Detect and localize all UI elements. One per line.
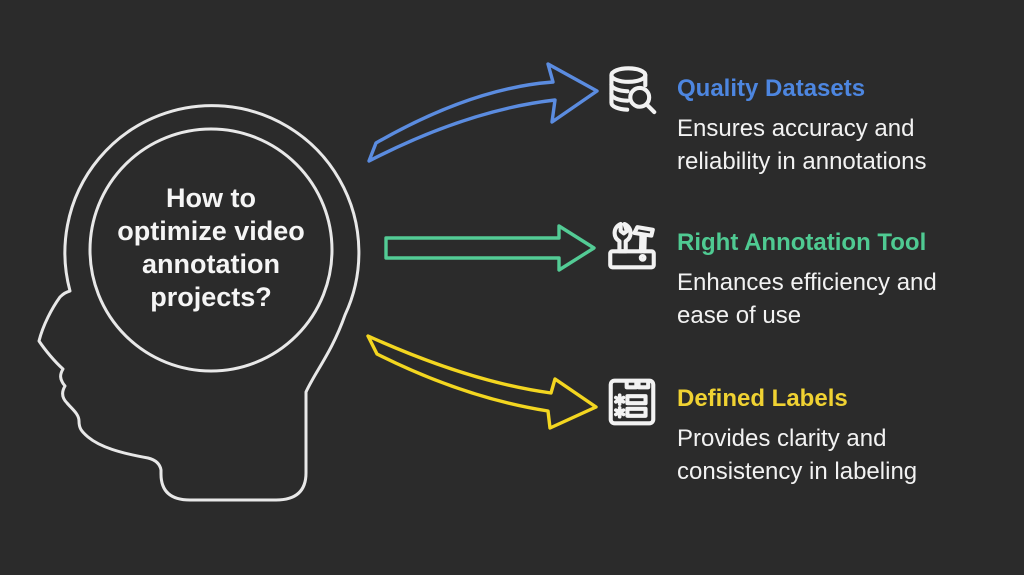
arrow-right-annotation-tool bbox=[384, 224, 596, 272]
item-title: Right Annotation Tool bbox=[677, 229, 927, 256]
item-right-annotation-tool: Right Annotation Tool Enhances efficienc… bbox=[603, 216, 977, 332]
item-description: Enhances efficiency and ease of use bbox=[677, 269, 937, 329]
question-line: optimize video bbox=[117, 216, 305, 246]
item-description: Ensures accuracy and reliability in anno… bbox=[677, 115, 927, 175]
question-line: How to bbox=[166, 183, 256, 213]
question-line: annotation bbox=[142, 249, 280, 279]
item-title: Defined Labels bbox=[677, 385, 848, 412]
annotation-tools-icon bbox=[603, 216, 661, 276]
question-line: projects? bbox=[150, 282, 272, 312]
arrow-defined-labels bbox=[366, 334, 598, 430]
labeled-list-icon bbox=[603, 372, 661, 432]
item-description: Provides clarity and consistency in labe… bbox=[677, 425, 918, 485]
head-question: How to optimize video annotation project… bbox=[101, 182, 321, 314]
arrow-quality-datasets bbox=[367, 62, 599, 163]
brain-circle bbox=[88, 127, 334, 373]
item-defined-labels: Defined Labels Provides clarity and cons… bbox=[603, 372, 977, 488]
head-silhouette-outline bbox=[37, 104, 361, 502]
database-search-icon bbox=[603, 62, 661, 122]
item-quality-datasets: Quality Datasets Ensures accuracy and re… bbox=[603, 62, 977, 178]
item-title: Quality Datasets bbox=[677, 75, 866, 102]
